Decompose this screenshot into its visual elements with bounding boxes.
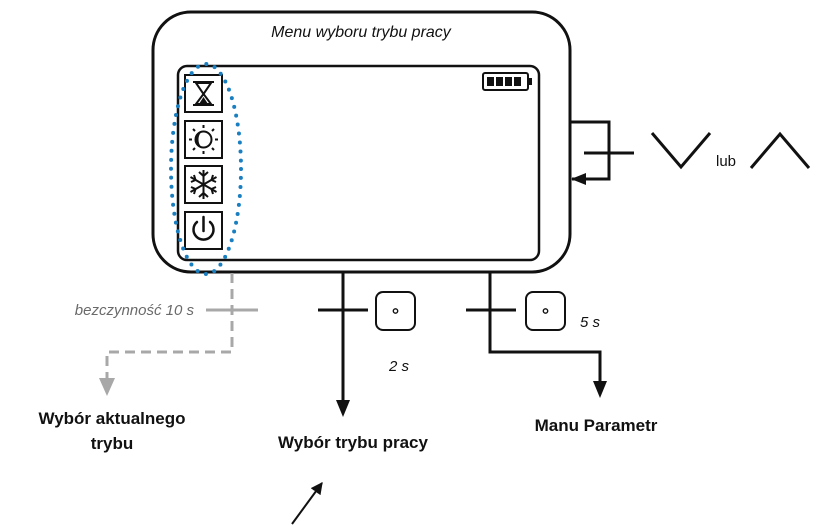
- pointer-arrow: [291, 482, 323, 525]
- center-button-duration: 2 s: [388, 358, 410, 375]
- idle-label: bezczynność 10 s: [75, 302, 195, 319]
- device-screen: [176, 64, 541, 262]
- right-button-arrowhead: [593, 381, 607, 398]
- side-button-or-label: lub: [716, 153, 736, 170]
- chevron-down-icon[interactable]: [650, 132, 712, 170]
- snowflake-icon[interactable]: [184, 165, 223, 204]
- side-button-arrowhead: [571, 173, 586, 185]
- right-button-path: [466, 272, 602, 385]
- chevron-up-icon[interactable]: [749, 131, 811, 169]
- right-button-duration: 5 s: [580, 314, 601, 331]
- mode-selection-outline: [169, 62, 243, 276]
- center-button-path: [318, 272, 368, 405]
- idle-target-line1: Wybór aktualnego: [38, 409, 185, 428]
- idle-arrowhead: [99, 378, 115, 396]
- center-button-arrowhead: [336, 400, 350, 417]
- power-icon[interactable]: [184, 211, 223, 250]
- center-button-target: Wybór trybu pracy: [278, 433, 428, 452]
- hourglass-icon[interactable]: [184, 74, 223, 113]
- right-button-target: Manu Parametr: [535, 416, 658, 435]
- device-title: Menu wyboru trybu pracy: [271, 24, 452, 41]
- idle-target-line2: trybu: [91, 434, 134, 453]
- center-button[interactable]: [375, 291, 416, 331]
- idle-path: [105, 273, 258, 383]
- side-button-connector: [570, 120, 634, 181]
- battery-icon: [482, 72, 532, 91]
- right-button[interactable]: [525, 291, 566, 331]
- sun-moon-icon[interactable]: [184, 120, 223, 159]
